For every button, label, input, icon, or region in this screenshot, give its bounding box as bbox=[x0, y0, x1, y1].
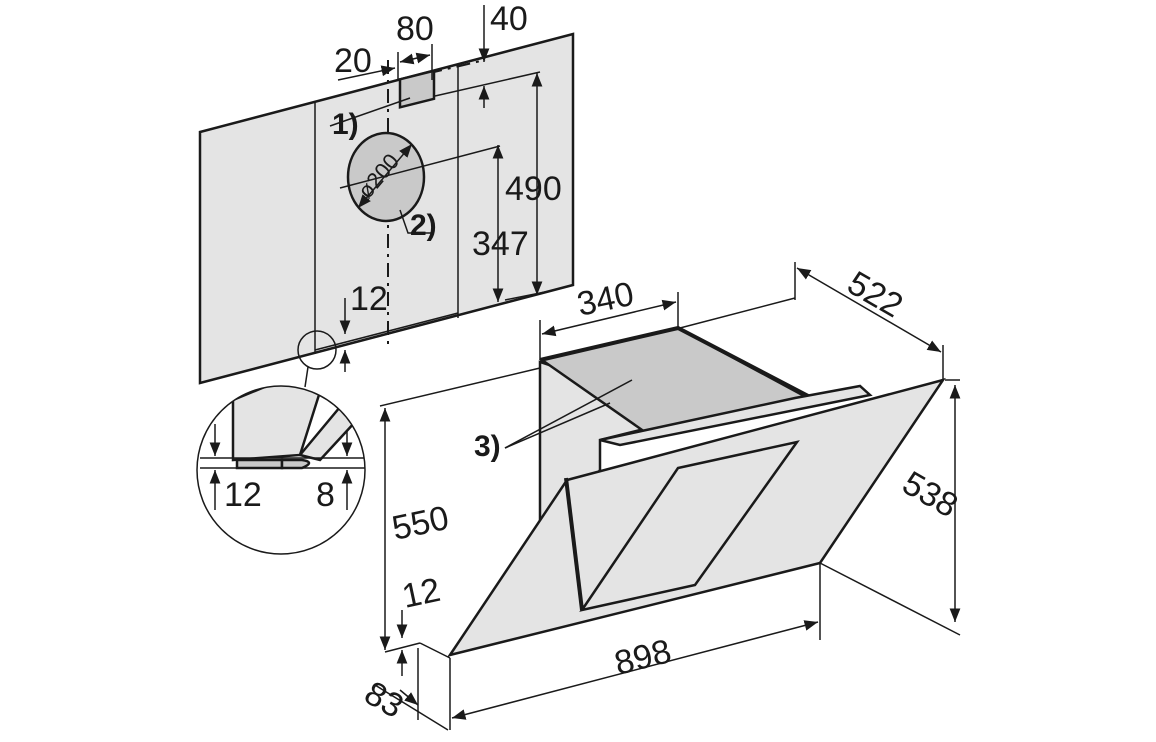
callout-3: 3) bbox=[474, 430, 501, 463]
cooker-hood bbox=[447, 325, 946, 657]
dim-898: 898 bbox=[611, 632, 675, 683]
detail-inset: 12 8 bbox=[196, 330, 366, 555]
dim-80: 80 bbox=[396, 10, 434, 48]
detail-dim-8: 8 bbox=[316, 476, 335, 514]
dim-538: 538 bbox=[896, 464, 964, 525]
dim-12-wall: 12 bbox=[350, 280, 388, 318]
dim-340: 340 bbox=[574, 275, 637, 324]
callout-1: 1) bbox=[332, 108, 359, 141]
callout-2: 2) bbox=[410, 209, 437, 242]
dim-40: 40 bbox=[490, 0, 528, 38]
dim-347: 347 bbox=[472, 225, 529, 263]
detail-dim-12: 12 bbox=[224, 476, 262, 514]
wall-panel bbox=[198, 32, 575, 385]
dim-550: 550 bbox=[389, 499, 452, 548]
wall-dimensions: 20 80 40 490 347 12 ø200 1) 2) bbox=[332, 0, 562, 372]
dim-83: 83 bbox=[358, 674, 410, 726]
dim-490: 490 bbox=[505, 170, 562, 208]
dim-20: 20 bbox=[334, 42, 372, 80]
dim-522: 522 bbox=[841, 264, 909, 325]
dim-12-hood: 12 bbox=[399, 571, 444, 616]
